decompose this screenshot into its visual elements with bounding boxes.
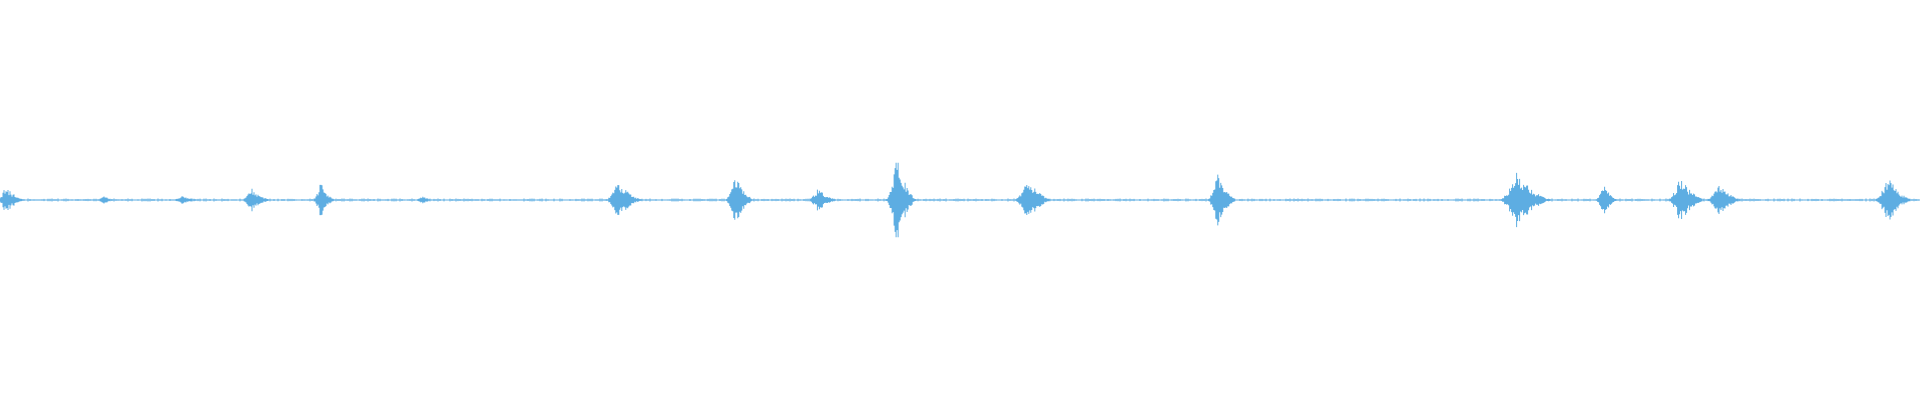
waveform-burst-6 bbox=[417, 196, 434, 204]
waveform-burst-7 bbox=[606, 185, 643, 215]
waveform-burst-4 bbox=[243, 188, 269, 212]
waveform-bursts bbox=[0, 162, 1911, 238]
waveform-burst-5 bbox=[313, 184, 335, 216]
waveform-burst-1 bbox=[0, 190, 25, 210]
waveform-burst-15 bbox=[1668, 180, 1705, 220]
waveform-burst-17 bbox=[1875, 180, 1911, 220]
waveform-burst-14 bbox=[1596, 186, 1618, 214]
waveform-burst-3 bbox=[176, 196, 197, 204]
waveform-burst-2 bbox=[98, 196, 114, 204]
waveform-burst-8 bbox=[726, 180, 756, 220]
waveform-burst-12 bbox=[1207, 174, 1238, 226]
waveform-burst-13 bbox=[1500, 172, 1551, 228]
waveform-burst-9 bbox=[809, 189, 836, 211]
waveform-burst-11 bbox=[1015, 185, 1052, 215]
waveform-burst-10 bbox=[886, 162, 918, 238]
waveform-burst-16 bbox=[1706, 186, 1741, 214]
